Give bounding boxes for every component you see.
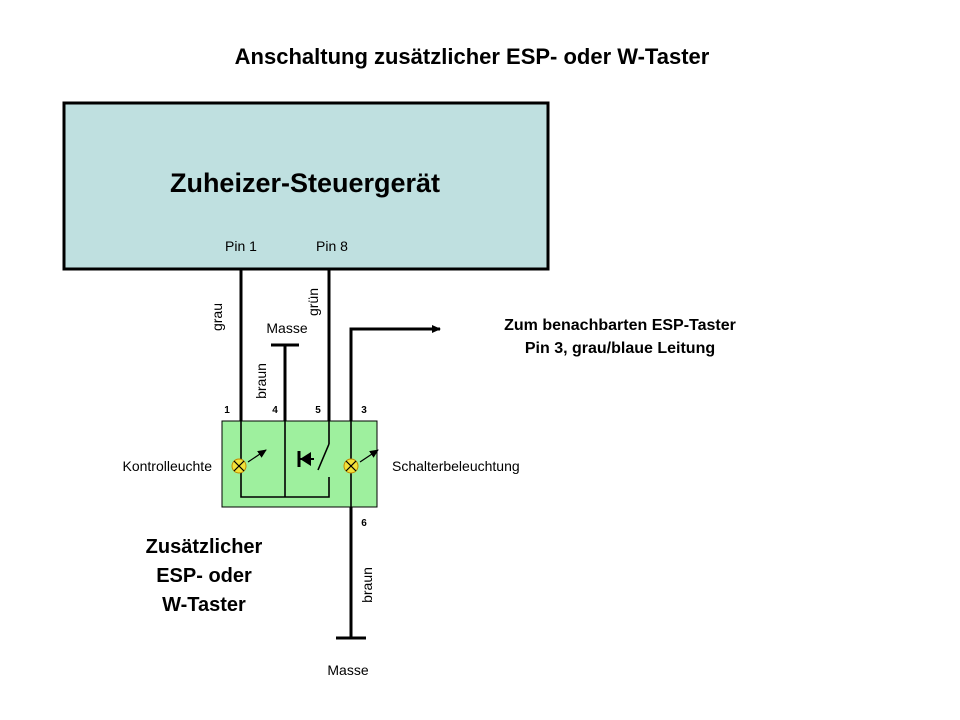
push-button-icon — [297, 451, 314, 467]
ground-label-top: Masse — [266, 320, 307, 336]
switch-pin-4: 4 — [272, 405, 278, 416]
pin1-label: Pin 1 — [225, 238, 257, 254]
wire-label-gruen: grün — [305, 288, 321, 316]
wire-label-grau: grau — [209, 303, 225, 331]
switch-name-line2: ESP- oder — [156, 565, 252, 587]
diagram-title: Anschaltung zusätzlicher ESP- oder W-Tas… — [235, 44, 710, 69]
switch-contact-blade — [317, 443, 330, 471]
lamp-right-label: Schalterbeleuchtung — [392, 458, 520, 474]
wire-label-braun-top: braun — [253, 363, 269, 399]
neighbor-note-line1: Zum benachbarten ESP-Taster — [504, 317, 736, 334]
switch-name-line3: W-Taster — [162, 594, 246, 616]
control-unit-box — [62, 101, 550, 271]
switch-pin-6: 6 — [361, 518, 367, 529]
control-unit-label: Zuheizer-Steuergerät — [170, 168, 440, 198]
wire-label-braun-bottom: braun — [359, 567, 375, 603]
ground-label-bottom: Masse — [327, 662, 368, 678]
switch-name-line1: Zusätzlicher — [146, 536, 263, 558]
neighbor-note-line2: Pin 3, grau/blaue Leitung — [525, 340, 715, 357]
switch-pin-5: 5 — [315, 405, 321, 416]
switch-pin-1: 1 — [224, 405, 230, 416]
switch-pin-3: 3 — [361, 405, 367, 416]
wire-to-neighbor — [349, 325, 441, 421]
pin8-label: Pin 8 — [316, 238, 348, 254]
lamp-left-label: Kontrolleuchte — [122, 458, 212, 474]
illumination-lamp-icon — [343, 449, 379, 474]
indicator-lamp-icon — [231, 449, 267, 474]
